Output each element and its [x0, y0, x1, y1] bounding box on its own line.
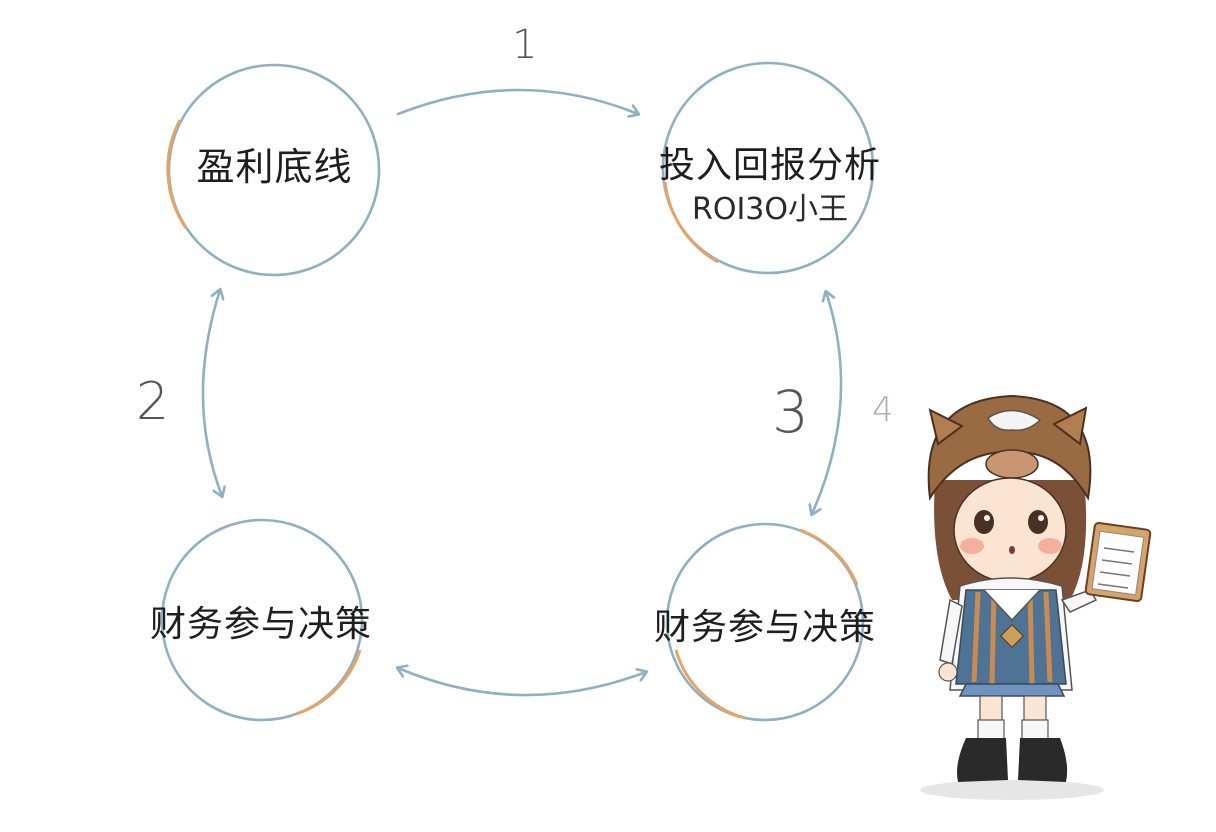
node-circle-top-right [661, 61, 875, 275]
arrow-bottom [398, 668, 646, 697]
arrow-right [812, 292, 843, 514]
node-label-finance-decision-right: 财务参与决策 [653, 607, 876, 648]
node-circle-bottom-left [160, 518, 364, 722]
step-number-1: 1 [512, 22, 538, 68]
node-sublabel-roi: ROI3O小王 [691, 192, 848, 227]
node-label-roi-analysis: 投入回报分析 [658, 145, 881, 186]
step-number-4: 4 [872, 390, 894, 430]
character-illustration [920, 394, 1152, 800]
node-circle-top-left [166, 63, 381, 277]
step-number-2: 2 [136, 372, 170, 432]
arrow-top [396, 88, 638, 114]
node-label-finance-decision-left: 财务参与决策 [150, 604, 373, 645]
step-number-3: 3 [772, 378, 809, 446]
node-circle-bottom-right [665, 522, 865, 722]
arrow-left [201, 290, 222, 496]
node-label-profit-bottom-line: 盈利底线 [196, 145, 353, 189]
